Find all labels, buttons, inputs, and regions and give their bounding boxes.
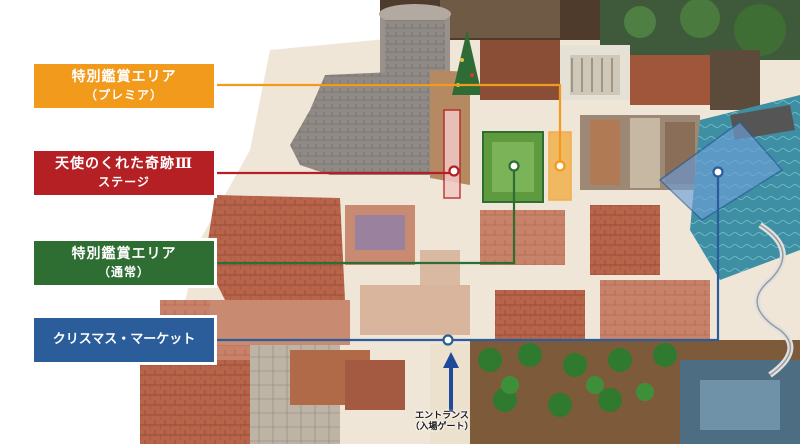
grey-roof-building: [290, 70, 440, 175]
legend-market: クリスマス・マーケット: [34, 318, 214, 362]
legend-normal-subtitle: （通常）: [97, 265, 150, 279]
line-premium: [214, 83, 562, 166]
line-normal: [214, 166, 516, 265]
legend-normal-title: 特別鑑賞エリア: [71, 246, 177, 262]
brick-building-left: [205, 195, 345, 305]
line-market: [214, 172, 720, 342]
entrance-arrow: [443, 352, 459, 412]
legend-stage: 天使のくれた奇跡Ⅲ ステージ: [34, 151, 214, 195]
entrance-label-main: エントランス: [415, 411, 469, 421]
legend-normal: 特別鑑賞エリア （通常）: [34, 241, 214, 285]
legend-market-title: クリスマス・マーケット: [52, 332, 196, 347]
legend-premium-subtitle: （プレミア）: [84, 88, 163, 102]
legend-stage-subtitle: ステージ: [98, 175, 150, 189]
entrance-label: エントランス （入場ゲート）: [406, 411, 478, 433]
legend-stage-title: 天使のくれた奇跡Ⅲ: [54, 156, 194, 172]
entrance-label-sub: （入場ゲート）: [410, 422, 474, 432]
christmas-tree: [452, 30, 482, 95]
legend-premium-title: 特別鑑賞エリア: [71, 69, 177, 85]
townhouses-top: [480, 40, 560, 100]
legend-premium: 特別鑑賞エリア （プレミア）: [34, 64, 214, 108]
